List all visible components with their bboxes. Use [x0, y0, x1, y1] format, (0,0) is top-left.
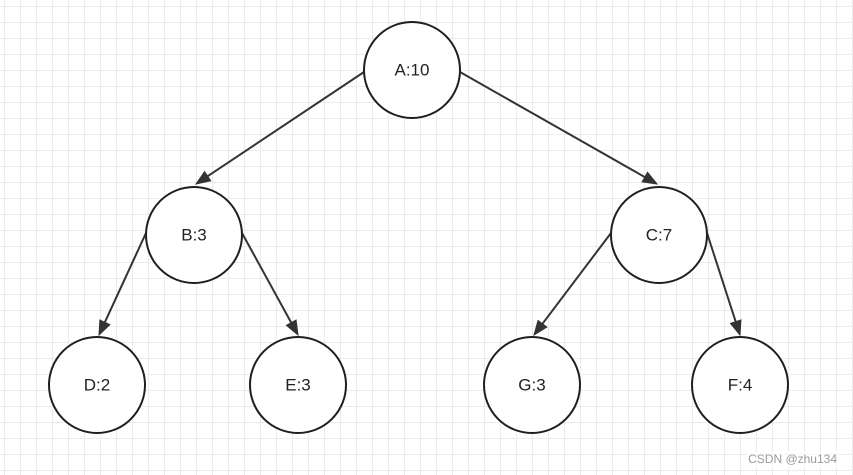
edge-a-to-b — [194, 71, 365, 185]
arrow-head-icon — [194, 170, 212, 185]
node-circle — [48, 336, 146, 434]
node-label: G:3 — [518, 376, 545, 395]
tree-node-a: A:10 — [363, 21, 461, 119]
arrow-head-icon — [533, 319, 548, 337]
node-label: E:3 — [285, 376, 311, 395]
edge-c-to-g — [533, 232, 612, 337]
edge-line — [706, 232, 738, 324]
edge-b-to-d — [98, 232, 147, 337]
node-label: B:3 — [181, 226, 207, 245]
edge-c-to-f — [706, 232, 742, 337]
edge-a-to-c — [459, 71, 659, 185]
tree-node-f: F:4 — [691, 336, 789, 434]
node-label: A:10 — [395, 61, 430, 80]
edge-line — [205, 71, 365, 179]
node-circle — [249, 336, 347, 434]
arrow-head-icon — [641, 171, 659, 185]
node-label: F:4 — [728, 376, 753, 395]
node-label: D:2 — [84, 376, 110, 395]
arrow-head-icon — [729, 319, 742, 337]
node-label: C:7 — [646, 226, 672, 245]
edge-line — [459, 71, 648, 179]
tree-node-g: G:3 — [483, 336, 581, 434]
tree-node-d: D:2 — [48, 336, 146, 434]
edges-layer — [98, 71, 742, 337]
tree-node-c: C:7 — [610, 186, 708, 284]
node-circle — [691, 336, 789, 434]
edge-line — [540, 232, 612, 327]
node-circle — [145, 186, 243, 284]
edge-line — [241, 232, 294, 325]
node-circle — [363, 21, 461, 119]
tree-node-e: E:3 — [249, 336, 347, 434]
arrow-head-icon — [285, 319, 299, 337]
watermark-text: CSDN @zhu134 — [746, 451, 839, 467]
edge-line — [103, 232, 147, 325]
tree-node-b: B:3 — [145, 186, 243, 284]
edge-b-to-e — [241, 232, 299, 337]
node-circle — [610, 186, 708, 284]
nodes-layer: A:10B:3 C:7D:2 E:3 G:3 F:4 — [48, 21, 789, 434]
node-circle — [483, 336, 581, 434]
arrow-head-icon — [98, 319, 111, 337]
